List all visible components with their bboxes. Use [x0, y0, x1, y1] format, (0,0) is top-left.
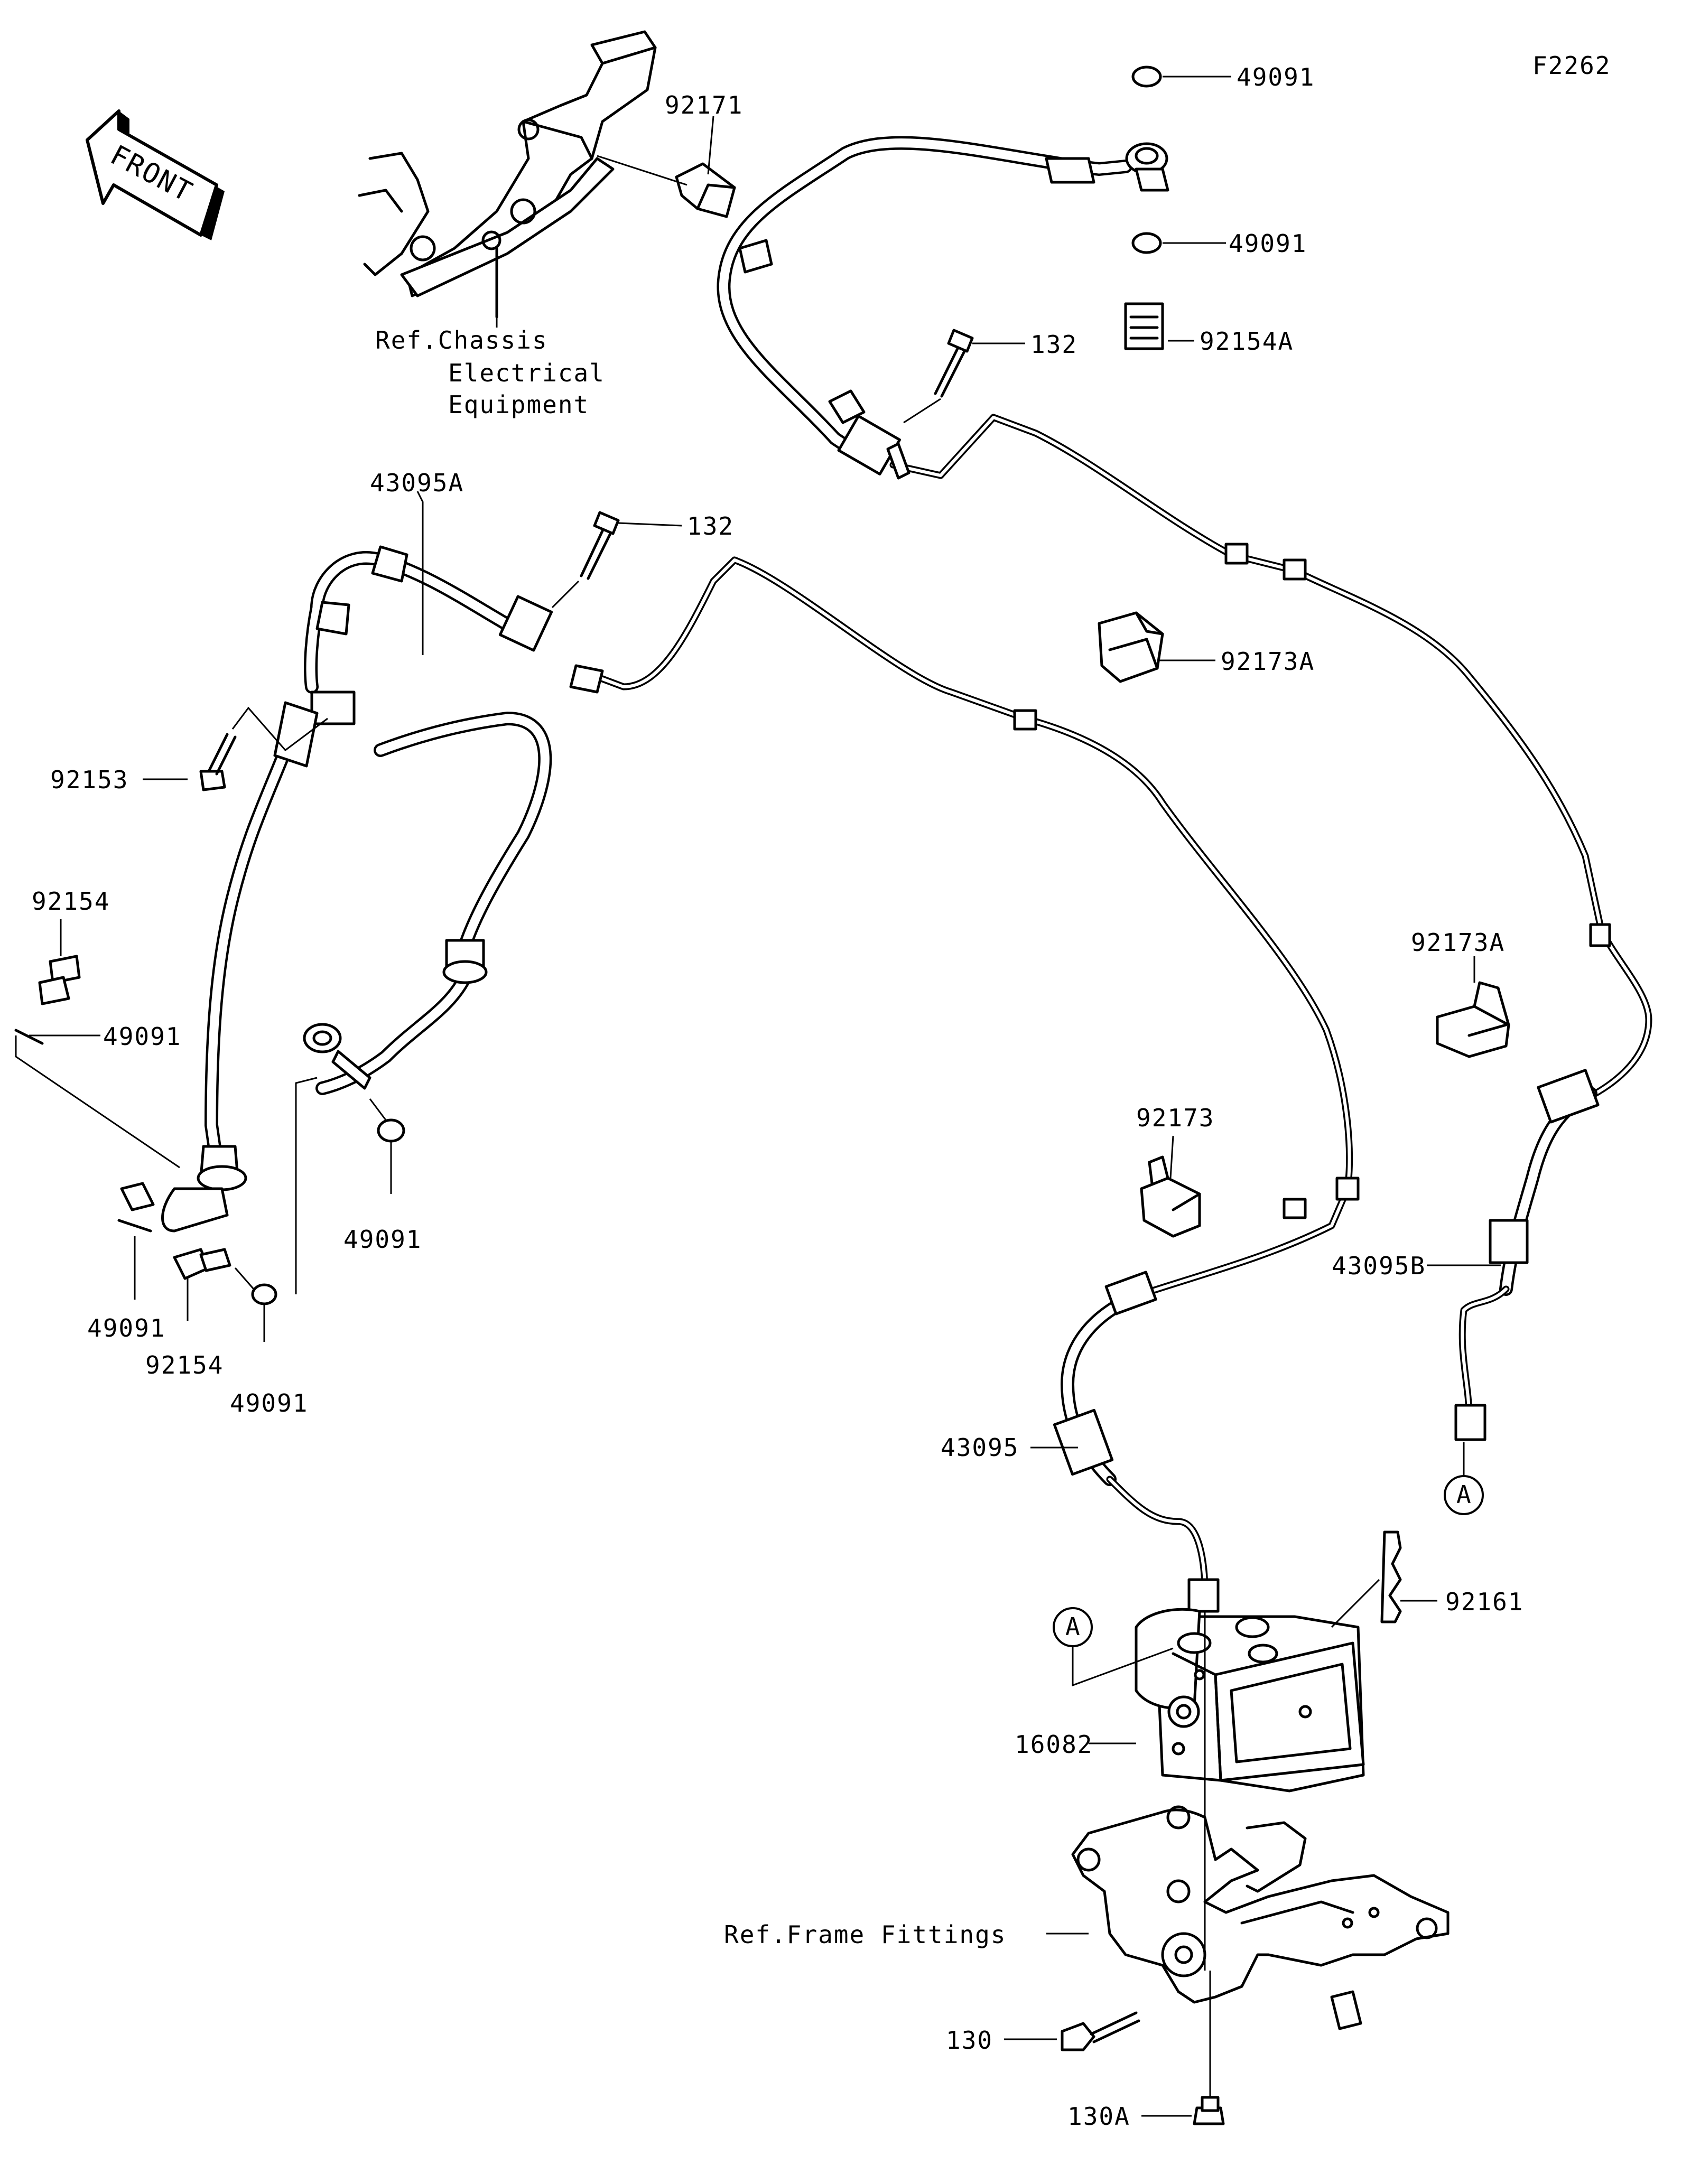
bracket-plate-92161	[1331, 1530, 1437, 1628]
clip-92173	[1140, 1135, 1201, 1238]
label-49091-top1: 49091	[1237, 63, 1315, 91]
ref-frame-fittings: Ref.Frame Fittings	[724, 1920, 1007, 1949]
connector-a-right: A	[1444, 1442, 1484, 1515]
label-49091-b: 49091	[230, 1389, 308, 1417]
bolt-132-top	[903, 329, 1025, 424]
upper-brake-hose	[717, 136, 1132, 475]
label-49091-mid: 49091	[343, 1225, 422, 1254]
chassis-bracket-part	[358, 30, 657, 319]
label-92173A-b: 92173A	[1411, 928, 1505, 957]
banjo-bolt-92154-upper	[14, 919, 180, 1169]
label-49091-bl: 49091	[87, 1314, 165, 1342]
label-92154A: 92154A	[1200, 327, 1294, 356]
rear-hose-43095B	[1454, 1069, 1600, 1441]
banjo-fitting-top	[1124, 66, 1231, 350]
ref-chassis-line2: Electrical	[448, 359, 605, 387]
label-16082: 16082	[1015, 1730, 1093, 1759]
middle-metal-pipe-43095	[569, 556, 1360, 1298]
label-132-a: 132	[1030, 330, 1077, 359]
svg-text:A: A	[1456, 1480, 1472, 1509]
label-130A: 130A	[1067, 2102, 1130, 2131]
label-43095B: 43095B	[1332, 1252, 1426, 1280]
clip-92173A-right	[1436, 956, 1510, 1058]
label-92161: 92161	[1445, 1588, 1523, 1616]
diagram-id: F2262	[1532, 51, 1611, 80]
front-brake-hose-43095A	[120, 545, 553, 1233]
clip-92173A-upper	[1098, 611, 1215, 683]
frame-bracket	[1046, 1805, 1450, 2030]
label-92171: 92171	[665, 91, 743, 119]
bolt-132-mid	[551, 511, 682, 609]
front-arrow-icon: FRONT	[86, 109, 225, 240]
leader-43095A	[416, 491, 424, 655]
label-92154-a: 92154	[32, 887, 110, 916]
label-132-b: 132	[687, 512, 734, 540]
ref-chassis-line3: Equipment	[448, 390, 589, 419]
bolt-92153	[143, 706, 328, 791]
clip-92171-part	[597, 116, 736, 218]
label-43095: 43095	[941, 1433, 1019, 1462]
label-92173A-a: 92173A	[1221, 647, 1315, 676]
bolt-130	[1004, 2011, 1140, 2051]
label-92153: 92153	[50, 766, 128, 794]
label-130: 130	[946, 2026, 993, 2055]
svg-text:A: A	[1065, 1612, 1081, 1641]
label-92154-b: 92154	[145, 1351, 224, 1379]
washers-lower-left	[117, 1077, 405, 1342]
ref-chassis-line1: Ref.Chassis	[375, 326, 548, 354]
connector-a-abs: A	[1053, 1607, 1174, 1687]
label-49091-top2: 49091	[1229, 229, 1307, 258]
bolt-130A	[1141, 2096, 1225, 2125]
label-43095A: 43095A	[370, 469, 464, 497]
abs-unit-16082	[1089, 1608, 1365, 1793]
label-49091-left: 49091	[103, 1022, 181, 1051]
label-92173: 92173	[1136, 1104, 1214, 1132]
lower-hose-43095	[1053, 1271, 1220, 1613]
upper-metal-pipe	[886, 414, 1652, 1103]
